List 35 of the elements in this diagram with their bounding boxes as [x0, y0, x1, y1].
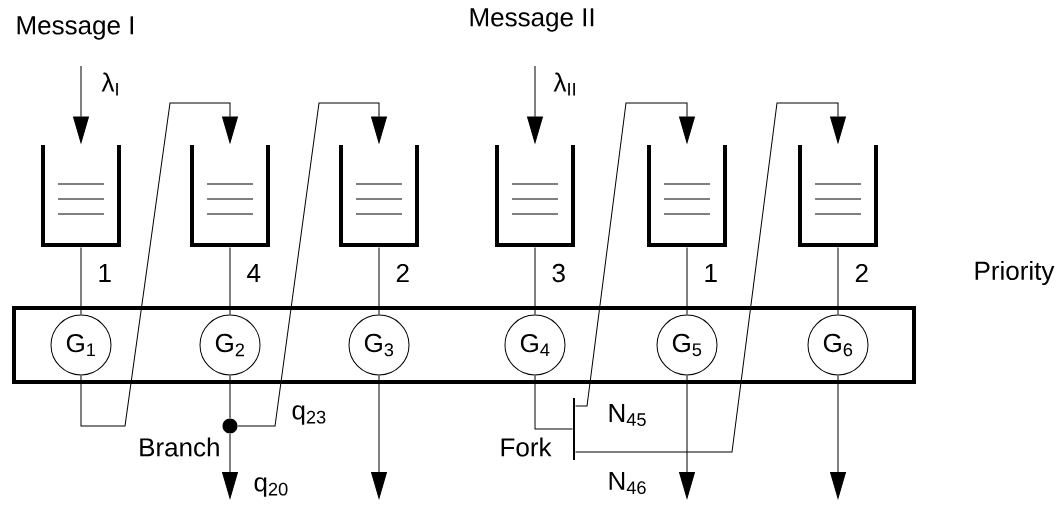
- arrow: [237, 102, 387, 427]
- node-caption: Fork: [501, 437, 552, 457]
- edge-label: N$_{46}$: [606, 470, 649, 496]
- edge-label: q$_{20}$: [252, 476, 290, 498]
- edge-label: 1: [702, 263, 719, 283]
- arrow: [371, 375, 387, 499]
- edge-label: 1: [96, 263, 113, 283]
- queue-buffer: [647, 145, 727, 247]
- queue-buffer: [798, 145, 878, 247]
- node-caption: Branch: [140, 437, 219, 457]
- edge-label: 3: [550, 262, 567, 284]
- text-label: Message I: [17, 16, 133, 40]
- arrow: [830, 375, 846, 499]
- queue-buffer: [339, 145, 419, 247]
- queue-buffer: [495, 145, 575, 247]
- system-band: [12, 306, 916, 384]
- text-label: Priority: [975, 260, 1055, 286]
- edge-label: 2: [853, 262, 870, 284]
- arrow: [73, 65, 89, 144]
- arrow: [527, 65, 543, 144]
- arrow: [679, 375, 695, 499]
- arrow: [575, 102, 846, 453]
- arrow: [222, 433, 238, 499]
- branch-dot: [222, 418, 238, 434]
- edge-label: 4: [245, 263, 262, 283]
- edge-label: N$_{45}$: [606, 403, 649, 427]
- edge-label: 2: [394, 262, 411, 284]
- arrow: [575, 102, 695, 407]
- queue-buffer: [41, 145, 121, 247]
- queue-buffer: [190, 145, 270, 247]
- edge-label: λ$_{I}$: [100, 71, 122, 97]
- edge-label: λ$_{II}$: [552, 71, 579, 97]
- arrow: [80, 102, 238, 427]
- edge-label: q$_{23}$: [290, 404, 328, 426]
- text-label: Message II: [470, 8, 594, 32]
